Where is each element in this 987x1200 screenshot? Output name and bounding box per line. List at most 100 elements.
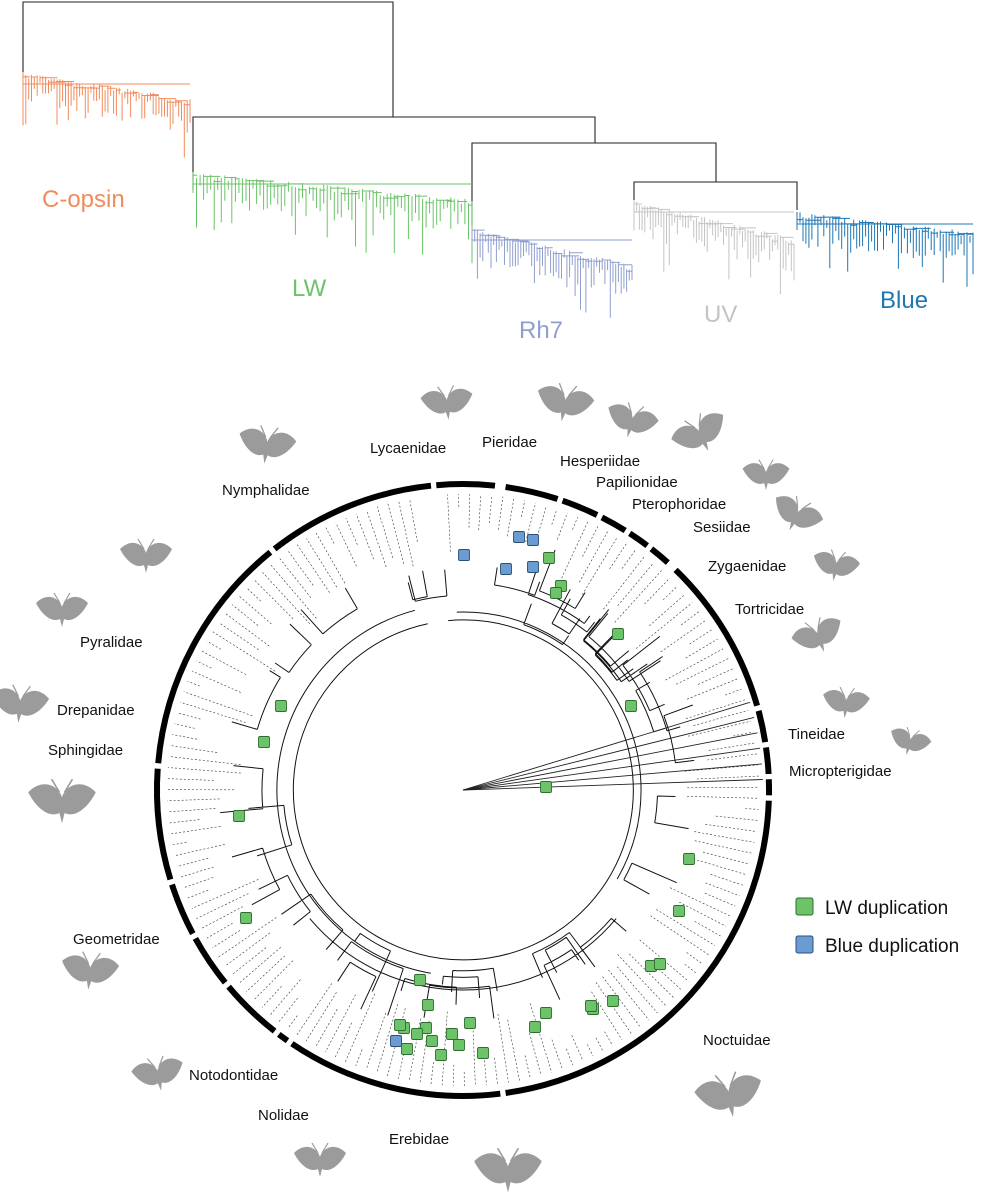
family-label-pieridae: Pieridae [482, 434, 537, 451]
lw-duplication-marker [543, 552, 555, 564]
insect-silhouettes [0, 382, 932, 1193]
blue-duplication-marker [458, 549, 470, 561]
skipper-silhouette-icon [608, 402, 659, 438]
family-label-hesperiidae: Hesperiidae [560, 453, 640, 470]
butterfly-silhouette-icon [239, 425, 297, 464]
lw-duplication-marker [607, 995, 619, 1007]
legend: LW duplication Blue duplication [795, 897, 959, 957]
clade-label-lw: LW [292, 275, 327, 302]
family-arc [755, 710, 769, 743]
gene-tree-backbone [22, 1, 798, 225]
family-labels: Lycaenidae Pieridae Hesperiidae Papilion… [48, 434, 892, 1148]
lw-duplication-marker [612, 628, 624, 640]
family-label-lycaenidae: Lycaenidae [370, 440, 446, 457]
lw-duplication-marker [673, 905, 685, 917]
lw-duplication-marker [426, 1035, 438, 1047]
hawkmoth-silhouette-icon [0, 684, 50, 723]
clade-bush-c-opsin [22, 72, 191, 158]
moth-silhouette-icon [791, 617, 841, 652]
family-arc [272, 482, 432, 552]
family-label-nolidae: Nolidae [258, 1107, 309, 1124]
moth-silhouette-icon [36, 592, 88, 627]
clade-bush-lw [192, 172, 473, 264]
family-label-geometridae: Geometridae [73, 931, 160, 948]
opsin-gene-tree: C-opsin LW Rh7 UV Blue [22, 1, 974, 344]
lw-duplication-marker [453, 1039, 465, 1051]
butterfly-silhouette-icon [694, 1071, 761, 1118]
moth-silhouette-icon [474, 1147, 542, 1193]
family-label-noctuidae: Noctuidae [703, 1032, 771, 1049]
family-arc [290, 1041, 501, 1099]
species-tree-tip-lines [166, 493, 763, 1087]
lw-duplication-marker [550, 587, 562, 599]
blue-duplication-marker [527, 561, 539, 573]
legend-swatch-blue [795, 935, 814, 954]
family-label-zygaenidae: Zygaenidae [708, 558, 786, 575]
lw-duplication-marker [394, 1019, 406, 1031]
clade-label-uv: UV [704, 301, 737, 328]
family-arc [600, 514, 627, 534]
family-arc [436, 481, 496, 489]
family-label-papilionidae: Papilionidae [596, 474, 678, 491]
moth-silhouette-icon [28, 778, 96, 824]
lw-duplication-marker [654, 958, 666, 970]
family-label-tortricidae: Tortricidae [735, 601, 804, 618]
lw-duplication-marker [625, 700, 637, 712]
blue-duplication-marker [527, 534, 539, 546]
family-arc [649, 546, 670, 565]
lw-duplication-marker [401, 1043, 413, 1055]
lw-duplication-marker [435, 1049, 447, 1061]
family-label-notodontidae: Notodontidae [189, 1067, 278, 1084]
butterfly-silhouette-icon [420, 385, 473, 420]
family-arc [673, 567, 760, 707]
blue-duplication-marker [390, 1035, 402, 1047]
family-arc [154, 768, 174, 881]
butterfly-silhouette-icon [537, 382, 595, 422]
lw-duplication-marker [411, 1028, 423, 1040]
lw-duplication-marker [422, 999, 434, 1011]
moth-silhouette-icon [131, 1055, 183, 1091]
family-arc [276, 1031, 290, 1044]
legend-label-lw: LW duplication [825, 898, 948, 919]
clade-bush-blue [796, 212, 974, 287]
family-label-pterophoridae: Pterophoridae [632, 496, 726, 513]
moth-silhouette-icon [891, 726, 932, 755]
circular-species-tree [154, 481, 773, 1099]
lw-duplication-marker [540, 781, 552, 793]
family-label-tineidae: Tineidae [788, 726, 845, 743]
family-label-erebidae: Erebidae [389, 1131, 449, 1148]
clade-label-c-opsin: C-opsin [42, 186, 125, 213]
lw-duplication-marker [258, 736, 270, 748]
family-arcs [154, 481, 773, 1099]
clade-label-rh7: Rh7 [519, 317, 563, 344]
family-arc [505, 484, 559, 502]
lw-duplication-marker [477, 1047, 489, 1059]
clearwing-moth-silhouette-icon [775, 496, 824, 531]
family-arc [561, 497, 599, 518]
species-tree-branches [220, 549, 695, 1019]
lw-duplication-marker [540, 1007, 552, 1019]
family-label-sesiidae: Sesiidae [693, 519, 751, 536]
clade-bush-uv [633, 200, 795, 295]
lw-duplication-marker [420, 1022, 432, 1034]
family-arc [169, 883, 196, 936]
lw-duplication-marker [446, 1028, 458, 1040]
legend-swatch-lw [795, 897, 814, 916]
lw-duplication-marker [233, 810, 245, 822]
family-arc [505, 800, 772, 1096]
family-arc [226, 984, 277, 1034]
family-arc [192, 936, 228, 985]
moth-silhouette-icon [294, 1142, 346, 1177]
lw-duplication-marker [585, 1000, 597, 1012]
swallowtail-silhouette-icon [671, 413, 724, 451]
moth-silhouette-icon [62, 951, 120, 990]
family-arc [628, 530, 650, 549]
family-label-drepanidae: Drepanidae [57, 702, 135, 719]
blue-duplication-marker [500, 563, 512, 575]
lw-duplication-marker [529, 1021, 541, 1033]
clade-label-blue: Blue [880, 287, 928, 314]
family-arc [763, 746, 772, 775]
lw-duplication-marker [414, 974, 426, 986]
duplication-markers [233, 531, 695, 1061]
family-arc [155, 549, 273, 764]
